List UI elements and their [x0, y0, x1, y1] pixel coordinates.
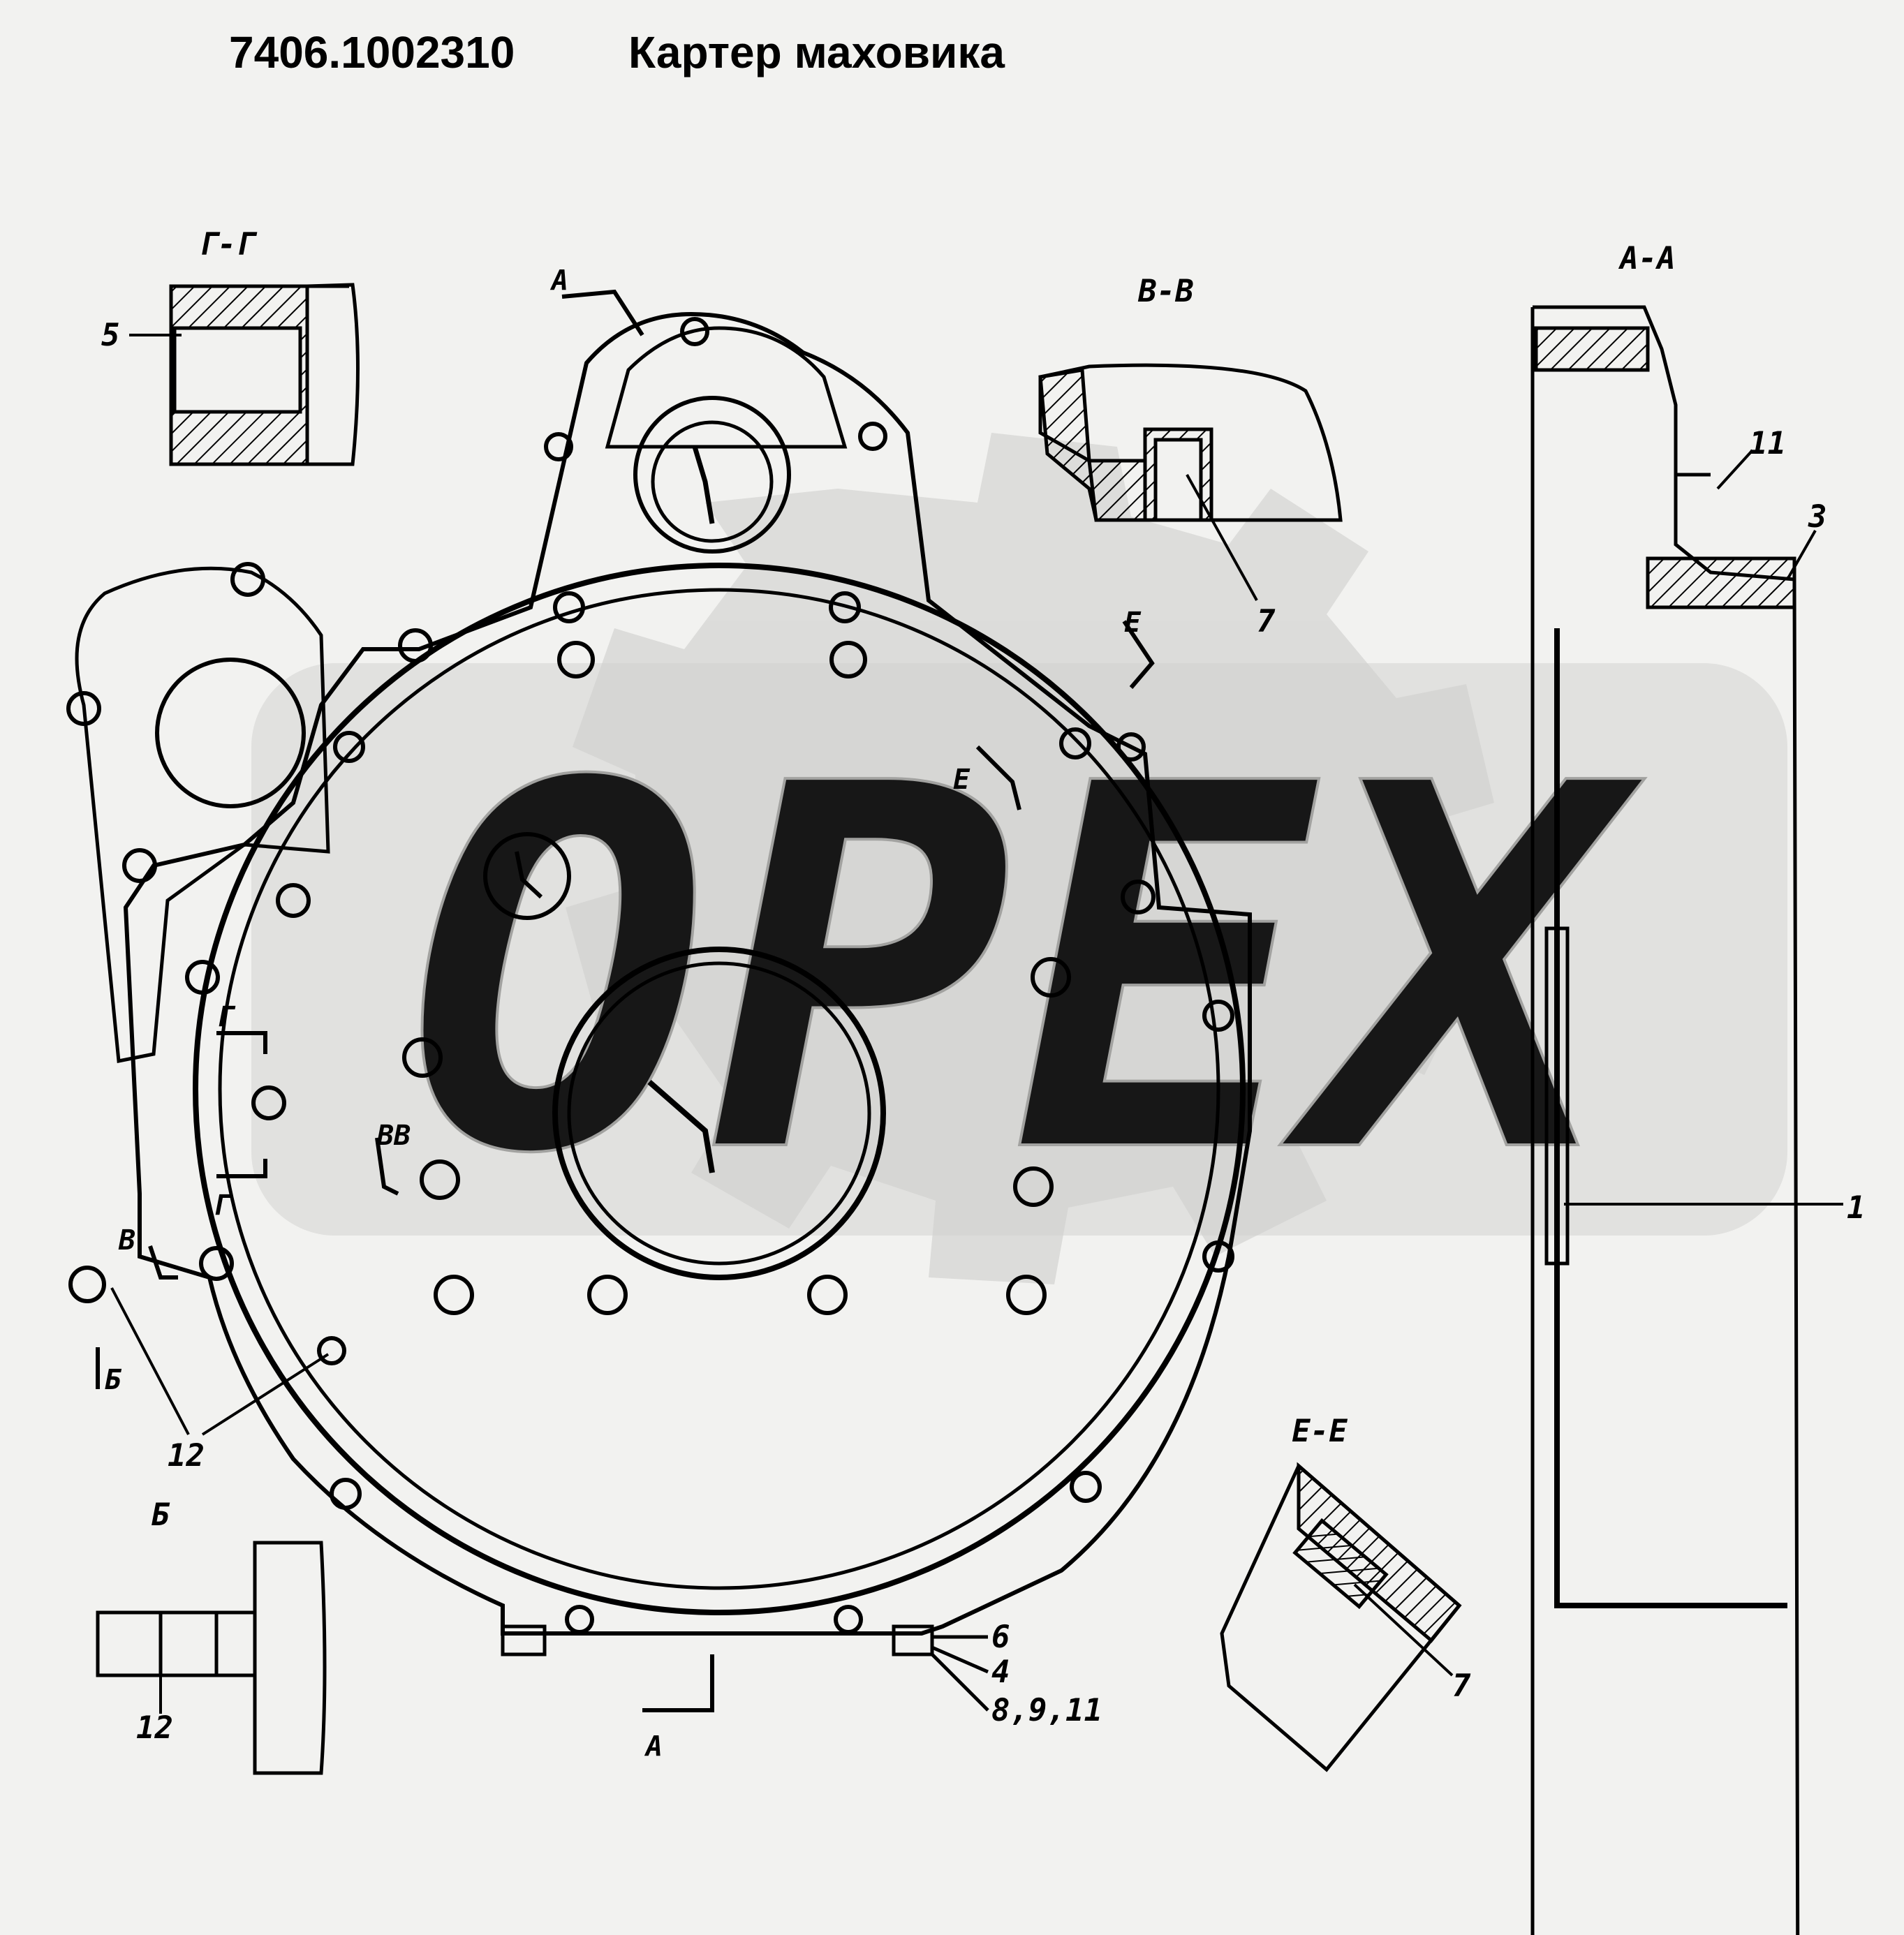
- center-bore-inner: [567, 961, 871, 1266]
- bolt-hole: [829, 641, 867, 679]
- callout-3: 3: [1808, 499, 1827, 535]
- bolt-hole: [420, 1159, 460, 1200]
- top-port-inner: [651, 420, 774, 543]
- bolt-hole: [858, 422, 887, 451]
- bolt-hole: [330, 1478, 362, 1510]
- bolt-hole: [1116, 732, 1146, 762]
- flange-ring-outer: [193, 563, 1246, 1615]
- leader-3: [1786, 530, 1817, 580]
- watermark-gear-icon: [566, 433, 1494, 1284]
- bolt-hole: [1070, 1471, 1102, 1503]
- leader-11: [1716, 449, 1754, 490]
- marker-e2: Е: [953, 764, 971, 796]
- center-break-mark: [647, 1079, 715, 1173]
- bolt-hole: [68, 1266, 106, 1303]
- watermark-text: OPEX: [407, 679, 1645, 1263]
- main-view: [75, 311, 1252, 1636]
- leader-7-bottom: [1353, 1583, 1454, 1677]
- bolt-hole: [680, 317, 709, 346]
- watermark: OPEX: [251, 433, 1787, 1284]
- bolt-hole: [230, 562, 265, 597]
- bolt-hole: [1013, 1166, 1054, 1207]
- marker-g1: Г: [216, 1001, 236, 1033]
- marker-bb: ВВ: [376, 1120, 411, 1152]
- top-port-break-mark: [692, 445, 715, 524]
- leader-12-main-b: [201, 1353, 330, 1436]
- bolt-hole: [185, 960, 220, 995]
- bolt-hole: [402, 1037, 443, 1078]
- top-port-outer: [633, 396, 791, 554]
- bolt-hole: [565, 1605, 594, 1634]
- drawing-title: Картер маховика: [628, 27, 1005, 77]
- marker-a-bottom: А: [644, 1730, 663, 1763]
- bolt-hole: [829, 591, 861, 623]
- bottom-fasteners: [501, 1624, 989, 1712]
- flange-ring-inner: [218, 588, 1220, 1590]
- bolt-holes: [66, 317, 1234, 1634]
- bolt-hole: [1059, 727, 1091, 759]
- section-gg: [169, 283, 360, 466]
- section-title-ee: Е-Е: [1292, 1414, 1348, 1449]
- bolt-hole: [333, 731, 365, 763]
- left-boss-bore: [155, 658, 306, 808]
- bolt-hole: [544, 432, 573, 461]
- left-boss: [75, 566, 330, 1063]
- section-title-aa: А-А: [1618, 241, 1675, 276]
- marker-b: Б: [105, 1364, 122, 1396]
- bolt-hole: [553, 591, 585, 623]
- sight-glass-break-mark: [515, 851, 543, 899]
- section-title-vv: В-В: [1137, 274, 1193, 309]
- housing-outline: [123, 311, 1252, 1636]
- callout-4: 4: [991, 1654, 1010, 1690]
- bolt-hole: [1121, 880, 1156, 914]
- small-sight-glass: [483, 832, 571, 920]
- view-title-b: Б: [152, 1497, 170, 1533]
- marker-e1: Е: [1124, 607, 1142, 639]
- bolt-hole: [434, 1275, 474, 1315]
- callout-1: 1: [1847, 1190, 1866, 1226]
- section-aa: [1530, 305, 1800, 1935]
- bolt-hole: [834, 1605, 863, 1634]
- bolt-hole: [1006, 1275, 1047, 1315]
- section-vv: [1038, 363, 1343, 522]
- leader-12-main-a: [110, 1287, 190, 1435]
- bolt-hole: [1202, 1000, 1234, 1032]
- callout-11: 11: [1749, 426, 1786, 461]
- marker-v: В: [118, 1224, 135, 1256]
- top-dome: [605, 326, 848, 449]
- bolt-hole: [66, 691, 101, 726]
- callout-12-bottom: 12: [136, 1710, 173, 1746]
- section-title-gg: Г-Г: [199, 227, 258, 262]
- callout-6: 6: [991, 1619, 1010, 1655]
- bolt-hole: [1031, 957, 1071, 998]
- bolt-hole: [398, 628, 433, 663]
- bolt-hole: [199, 1246, 234, 1281]
- section-ee: [1220, 1462, 1462, 1772]
- bolt-hole: [276, 883, 311, 918]
- leader-7-top: [1186, 474, 1258, 601]
- marker-g2: Г: [213, 1189, 233, 1222]
- callout-7-top: 7: [1257, 604, 1276, 639]
- view-b: [96, 1541, 327, 1775]
- bolt-hole: [1202, 1240, 1234, 1273]
- bolt-hole: [317, 1336, 346, 1365]
- center-bore-outer: [552, 947, 886, 1280]
- bolt-hole: [122, 848, 157, 883]
- callout-8-9-11: 8,9,11: [991, 1693, 1102, 1728]
- bolt-hole: [587, 1275, 628, 1315]
- part-number: 7406.1002310: [229, 27, 515, 77]
- callout-5: 5: [101, 318, 120, 353]
- cutting-markers: [96, 289, 1155, 1712]
- bolt-hole: [557, 641, 595, 679]
- marker-a-top: А: [549, 265, 568, 297]
- callout-7-bottom: 7: [1452, 1668, 1471, 1704]
- bolt-hole: [251, 1085, 286, 1120]
- callout-12-main: 12: [168, 1438, 205, 1474]
- bolt-hole: [807, 1275, 848, 1315]
